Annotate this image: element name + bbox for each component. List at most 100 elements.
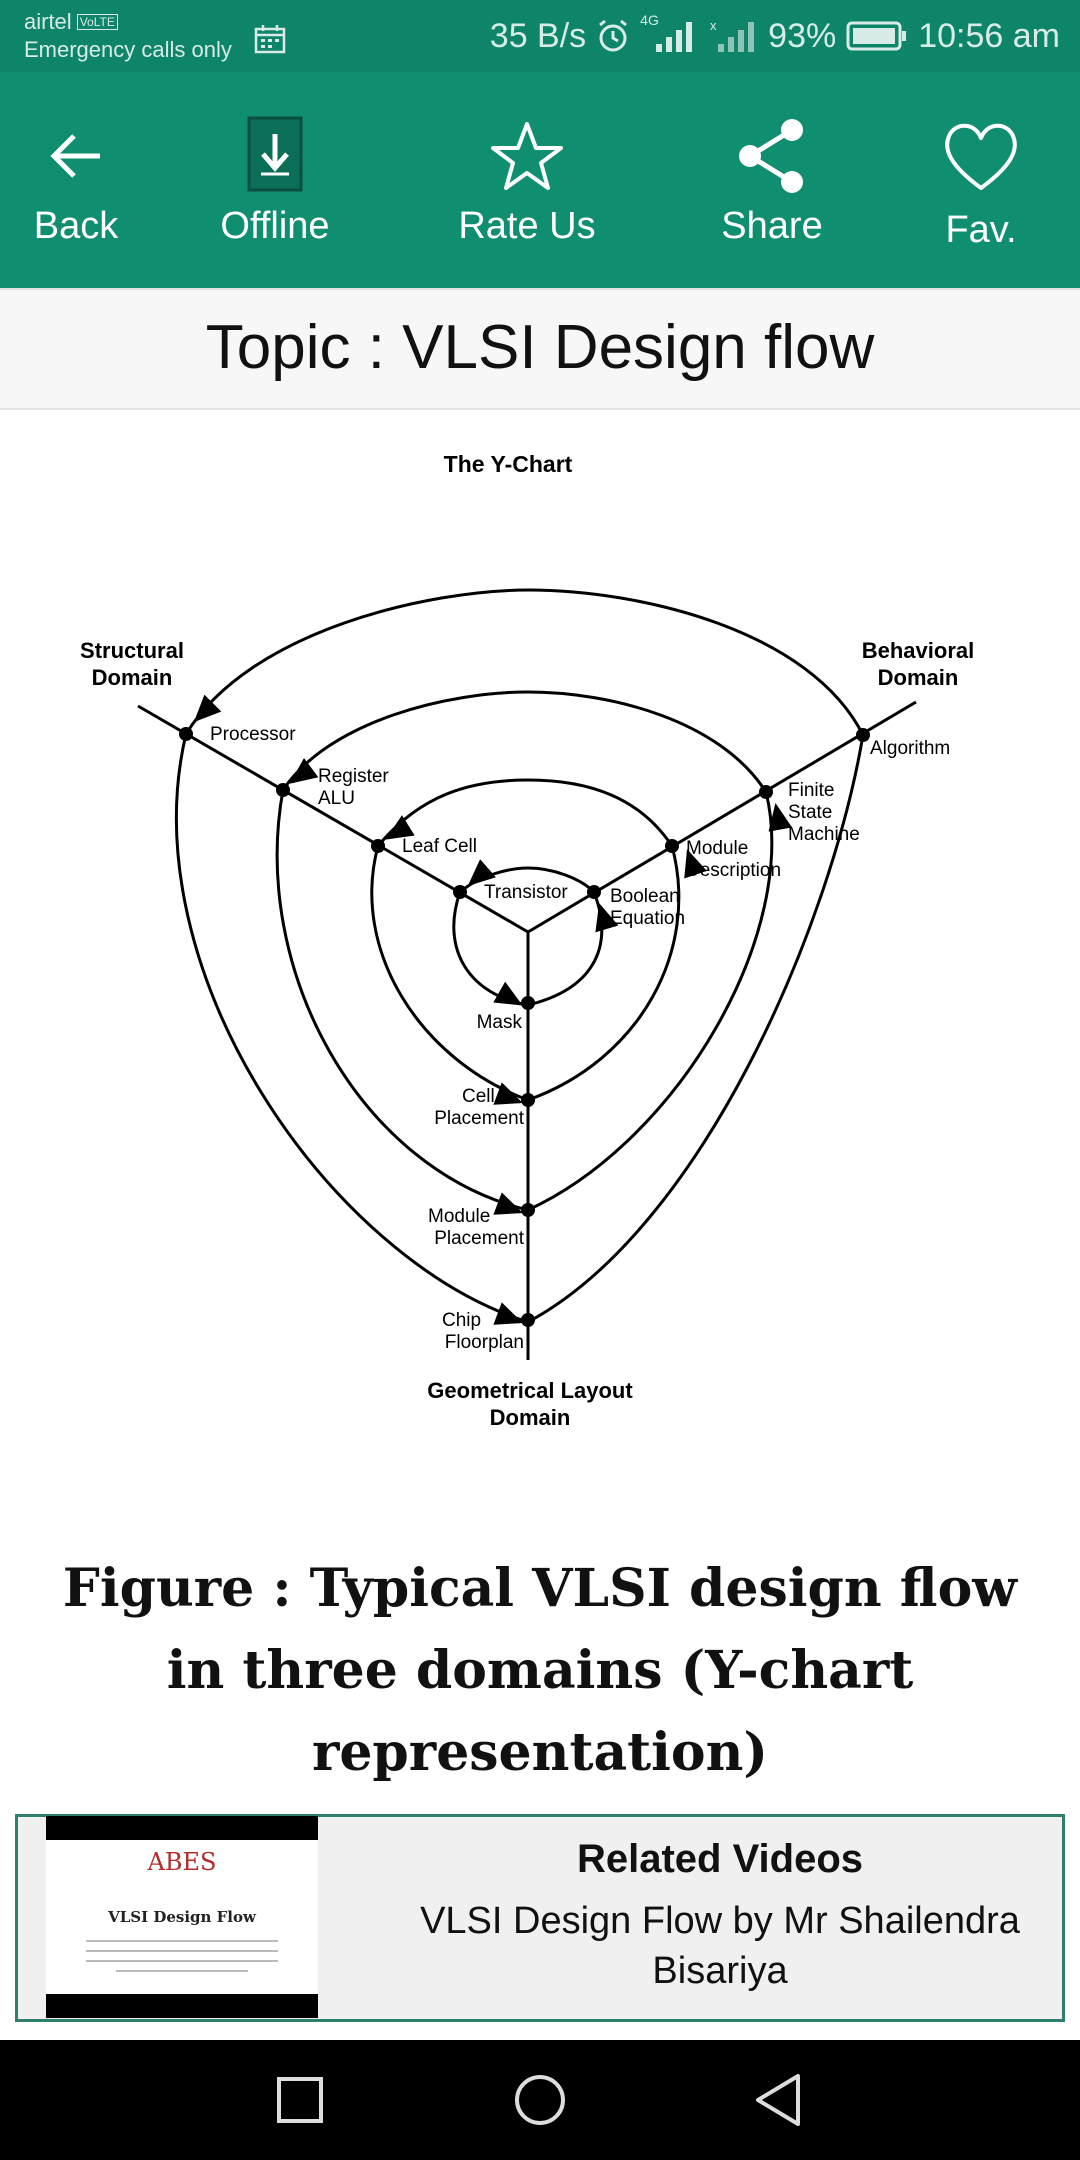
signal-group: 4G: [640, 12, 700, 54]
behavioral-domain-l2: Domain: [878, 665, 959, 690]
arrow-leaf-cell: [385, 815, 415, 840]
behavioral-level-labels: Algorithm Finite State Machine Module De…: [610, 738, 950, 929]
geometrical-domain-l1: Geometrical Layout: [427, 1378, 633, 1403]
recents-button[interactable]: [266, 2066, 334, 2134]
geometrical-domain-l2: Domain: [490, 1405, 571, 1430]
abstraction-curve-3: [370, 778, 681, 1102]
topic-header: Topic : VLSI Design flow: [0, 288, 1080, 410]
download-file-icon: [247, 116, 303, 192]
volte-badge: VoLTE: [76, 14, 118, 30]
navigation-bar: [0, 2040, 1080, 2160]
behavioral-domain-l1: Behavioral: [862, 638, 975, 663]
arrow-processor: [193, 694, 222, 723]
arrow-boolean: [595, 903, 619, 933]
rate-us-button[interactable]: Rate Us: [440, 72, 614, 288]
thumbnail-line: [116, 1970, 248, 1972]
home-button[interactable]: [506, 2066, 574, 2134]
chart-title: The Y-Chart: [444, 451, 573, 477]
calendar-icon: [254, 25, 286, 54]
battery-percent: 93%: [768, 17, 837, 55]
back-label: Back: [33, 205, 119, 247]
label-state: State: [788, 802, 832, 823]
dot-fsm: [759, 785, 773, 799]
structural-domain-l1: Structural: [80, 638, 184, 663]
arrow-chip-floorplan: [493, 1302, 523, 1325]
arrow-mask: [493, 981, 523, 1006]
arrow-transistor: [467, 859, 496, 886]
offline-button[interactable]: Offline: [196, 72, 354, 288]
label-module-placement: Placement: [434, 1228, 524, 1249]
video-thumbnail[interactable]: ABES VLSI Design Flow: [46, 1816, 318, 2018]
related-videos-heading: Related Videos: [576, 1837, 864, 1881]
network-type: 4G: [640, 12, 659, 28]
label-processor: Processor: [210, 724, 296, 745]
arrow-cell-placement: [493, 1082, 523, 1105]
dot-boolean-equation: [587, 885, 601, 899]
svg-text:x: x: [710, 18, 717, 33]
share-label: Share: [721, 205, 823, 247]
arrow-left-icon: [50, 134, 100, 178]
label-module-geo: Module: [428, 1206, 490, 1227]
back-nav-button[interactable]: [746, 2066, 814, 2134]
related-video-title[interactable]: VLSI Design Flow by Mr Shailendra Bisari…: [420, 1900, 1020, 1992]
label-alu: ALU: [318, 788, 355, 809]
heart-icon: [945, 123, 1017, 190]
dot-algorithm: [856, 728, 870, 742]
structural-axis: [137, 704, 529, 934]
arrow-fsm: [768, 803, 793, 832]
thumbnail-line: [86, 1940, 278, 1942]
abstraction-curve-4: [452, 866, 604, 1007]
label-leaf-cell: Leaf Cell: [402, 836, 477, 857]
abstraction-curve-1: [175, 588, 865, 1324]
dot-module-placement: [521, 1203, 535, 1217]
geometrical-level-labels: Mask Cell Placement Module Placement Chi…: [428, 1012, 525, 1353]
dot-mask: [521, 996, 535, 1010]
emergency-text: Emergency calls only: [24, 37, 232, 62]
y-chart-figure: The Y-Chart Structural Domain Behavioral…: [0, 410, 1080, 1530]
star-icon: [491, 122, 563, 190]
label-cell-placement: Placement: [434, 1108, 524, 1129]
label-equation: Equation: [610, 908, 685, 929]
label-mask: Mask: [477, 1012, 523, 1033]
carrier-name: airtel: [24, 9, 72, 34]
arrow-register: [289, 758, 319, 784]
dot-module-description: [665, 839, 679, 853]
thumbnail-logo: ABES: [147, 1848, 217, 1876]
dot-register-alu: [276, 783, 290, 797]
label-floorplan: Floorplan: [445, 1332, 524, 1353]
thumbnail-title: VLSI Design Flow: [108, 1908, 256, 1926]
net-speed: 35 B/s: [489, 17, 587, 55]
arrow-module-desc: [684, 849, 707, 879]
label-register: Register: [318, 766, 389, 787]
label-chip: Chip: [442, 1310, 481, 1331]
signal-icon: [656, 22, 693, 52]
thumbnail-line: [86, 1950, 278, 1952]
label-algorithm: Algorithm: [870, 738, 950, 759]
thumbnail-line: [86, 1960, 278, 1962]
label-machine: Machine: [788, 824, 860, 845]
label-module: Module: [686, 838, 748, 859]
label-boolean: Boolean: [610, 886, 680, 907]
clock: 10:56 am: [918, 17, 1060, 55]
dot-transistor: [453, 885, 467, 899]
y-chart-diagram: The Y-Chart Structural Domain Behavioral…: [80, 451, 975, 1430]
battery-icon: [846, 21, 907, 51]
back-button[interactable]: Back: [0, 72, 152, 288]
toolbar: Back Offline Rate Us Share Fav.: [0, 72, 1080, 288]
label-transistor: Transistor: [484, 882, 568, 903]
label-finite: Finite: [788, 780, 834, 801]
dot-leaf-cell: [371, 839, 385, 853]
share-icon: [739, 119, 803, 193]
no-signal-icon: x: [710, 18, 755, 52]
label-description: Description: [686, 860, 781, 881]
dot-processor: [179, 727, 193, 741]
status-right: 35 B/s 4G x 93% 10:56 am: [490, 12, 1060, 60]
page-title: Topic : VLSI Design flow: [205, 313, 875, 382]
favourite-button[interactable]: Fav.: [924, 72, 1038, 288]
share-button[interactable]: Share: [700, 72, 844, 288]
label-cell: Cell: [462, 1086, 495, 1107]
offline-label: Offline: [220, 205, 330, 247]
structural-level-labels: Processor Register ALU Leaf Cell Transis…: [210, 724, 568, 903]
